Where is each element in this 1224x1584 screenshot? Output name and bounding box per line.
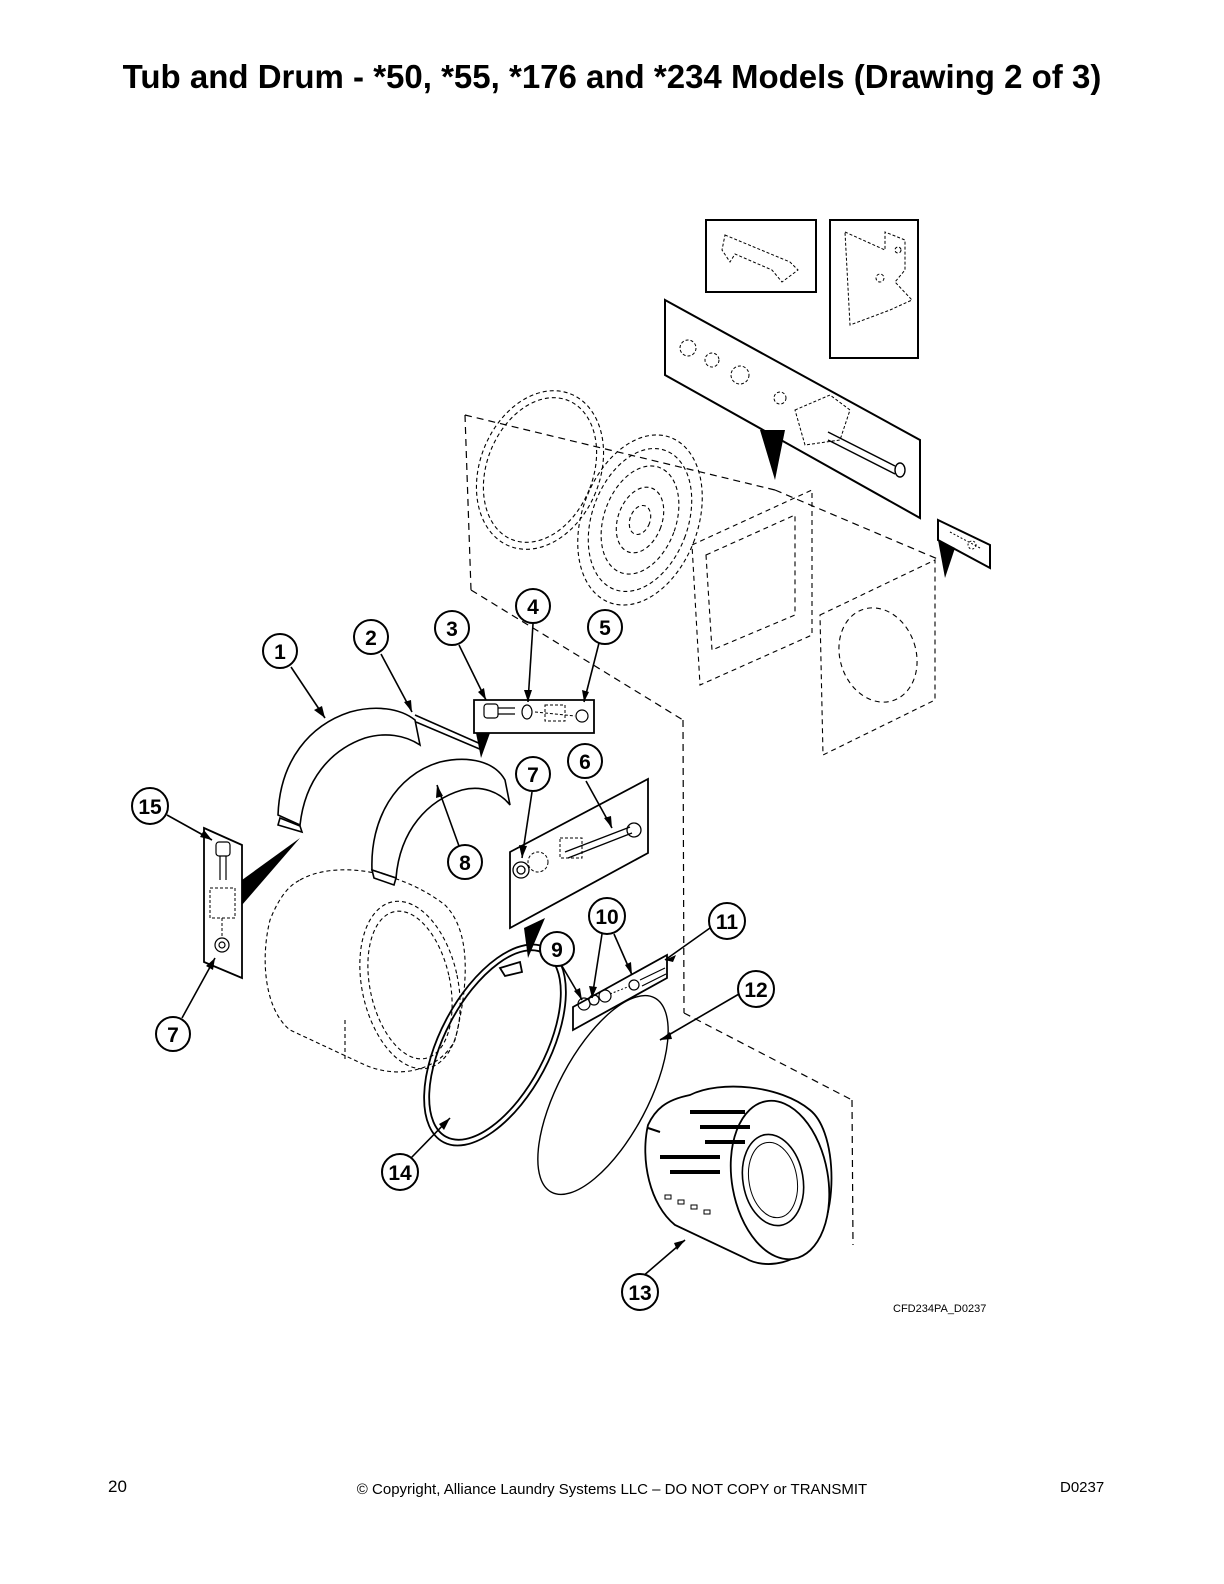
part-13-drum — [644, 1085, 833, 1265]
hardware-panel-3-4-5 — [473, 699, 595, 758]
part-1-strap — [277, 707, 422, 834]
callout-2: 2 — [353, 619, 389, 655]
detail-shaft-assembly — [664, 298, 921, 520]
callout-9: 9 — [539, 931, 575, 967]
part-2-rod — [414, 714, 484, 751]
svg-text:6: 6 — [579, 751, 591, 774]
part-12-gasket — [537, 994, 669, 1196]
svg-text:4: 4 — [527, 596, 539, 619]
leader-arrowheads — [200, 688, 685, 1250]
callouts: 1 2 3 4 5 6 7 8 9 10 11 12 13 14 15 7 — [131, 588, 775, 1311]
svg-text:15: 15 — [138, 796, 162, 819]
svg-text:9: 9 — [551, 939, 563, 962]
page-number: 20 — [108, 1477, 127, 1496]
callout-10: 10 — [588, 897, 626, 935]
hardware-panel-6-7 — [509, 777, 649, 958]
callout-1: 1 — [262, 633, 298, 669]
svg-text:11: 11 — [716, 911, 739, 934]
document-id: D0237 — [1060, 1479, 1105, 1496]
callout-13: 13 — [621, 1273, 659, 1311]
callout-12: 12 — [737, 970, 775, 1008]
svg-text:12: 12 — [744, 979, 767, 1002]
callout-7a: 7 — [515, 756, 551, 792]
callout-8: 8 — [447, 844, 483, 880]
tub-outline-dashed — [464, 414, 941, 1246]
tub-shell — [264, 869, 466, 1073]
page-title: Tub and Drum - *50, *55, *176 and *234 M… — [122, 58, 1102, 95]
copyright-notice: © Copyright, Alliance Laundry Systems LL… — [356, 1481, 868, 1498]
callout-7b: 7 — [155, 1016, 191, 1052]
svg-text:3: 3 — [446, 618, 458, 641]
svg-text:13: 13 — [628, 1282, 651, 1305]
svg-text:8: 8 — [459, 852, 471, 875]
svg-text:5: 5 — [599, 617, 611, 640]
callout-11: 11 — [708, 902, 746, 940]
part-8-strap — [370, 758, 511, 887]
svg-text:14: 14 — [388, 1162, 412, 1185]
callout-5: 5 — [587, 609, 623, 645]
hardware-panel-9-10-11 — [572, 953, 668, 1032]
tub-back-rings — [577, 434, 703, 606]
callout-15: 15 — [131, 787, 169, 825]
svg-text:10: 10 — [595, 906, 618, 929]
svg-text:2: 2 — [365, 627, 377, 650]
svg-text:7: 7 — [527, 764, 539, 787]
callout-4: 4 — [515, 588, 551, 624]
callout-3: 3 — [434, 610, 470, 646]
tub-front-ring — [475, 390, 605, 550]
drawing-code: CFD234PA_D0237 — [893, 1303, 987, 1315]
rear-panel-plate — [819, 559, 936, 756]
detail-small-bolt — [937, 518, 991, 578]
callout-6: 6 — [567, 743, 603, 779]
bearing-housing-plate — [691, 489, 813, 686]
detail-inset-bearing-mount — [829, 219, 919, 359]
svg-text:7: 7 — [167, 1024, 179, 1047]
detail-inset-bracket — [705, 219, 817, 293]
hardware-panel-15-7 — [203, 826, 300, 980]
callout-14: 14 — [381, 1153, 419, 1191]
svg-text:1: 1 — [274, 641, 286, 664]
